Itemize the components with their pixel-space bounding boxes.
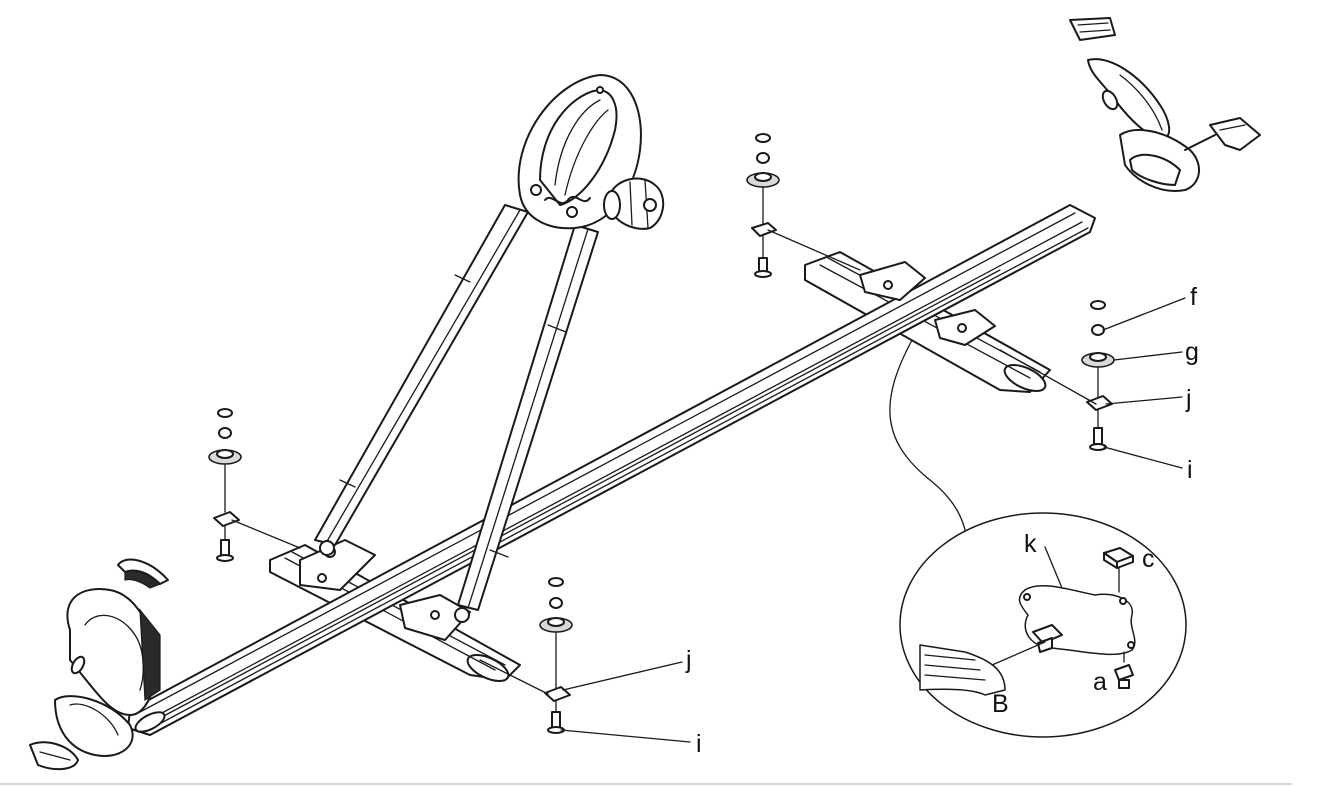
label-k: k (1024, 530, 1037, 558)
front-wheel-strap-loose (117, 558, 169, 589)
label-leaders (560, 297, 1186, 743)
label-B: B (992, 690, 1009, 718)
label-j-bottom: j (685, 646, 692, 674)
label-i-bottom: i (696, 730, 702, 758)
label-c: c (1142, 545, 1155, 573)
assembly-guide-lines (231, 229, 1097, 695)
fastener-stack-rear-left (746, 133, 780, 278)
label-a: a (1093, 668, 1107, 696)
frame-clamp-jaw (517, 74, 642, 230)
front-wheel-holder (29, 588, 161, 771)
frame-holder-arm (314, 204, 599, 623)
wheel-tray-rail (127, 204, 1096, 736)
label-f: f (1190, 283, 1197, 311)
rear-rail-bracket (859, 261, 996, 346)
label-j-right: j (1185, 385, 1192, 413)
label-g: g (1185, 338, 1199, 366)
label-i-right: i (1187, 456, 1193, 484)
fastener-stack-front-right (539, 577, 573, 734)
clamp-knob (603, 177, 665, 230)
fastener-stack-front-left (208, 408, 242, 562)
fastener-stack-rear-right (1081, 300, 1115, 451)
rear-wheel-holder (1069, 17, 1261, 192)
detail-callout (889, 339, 1187, 738)
